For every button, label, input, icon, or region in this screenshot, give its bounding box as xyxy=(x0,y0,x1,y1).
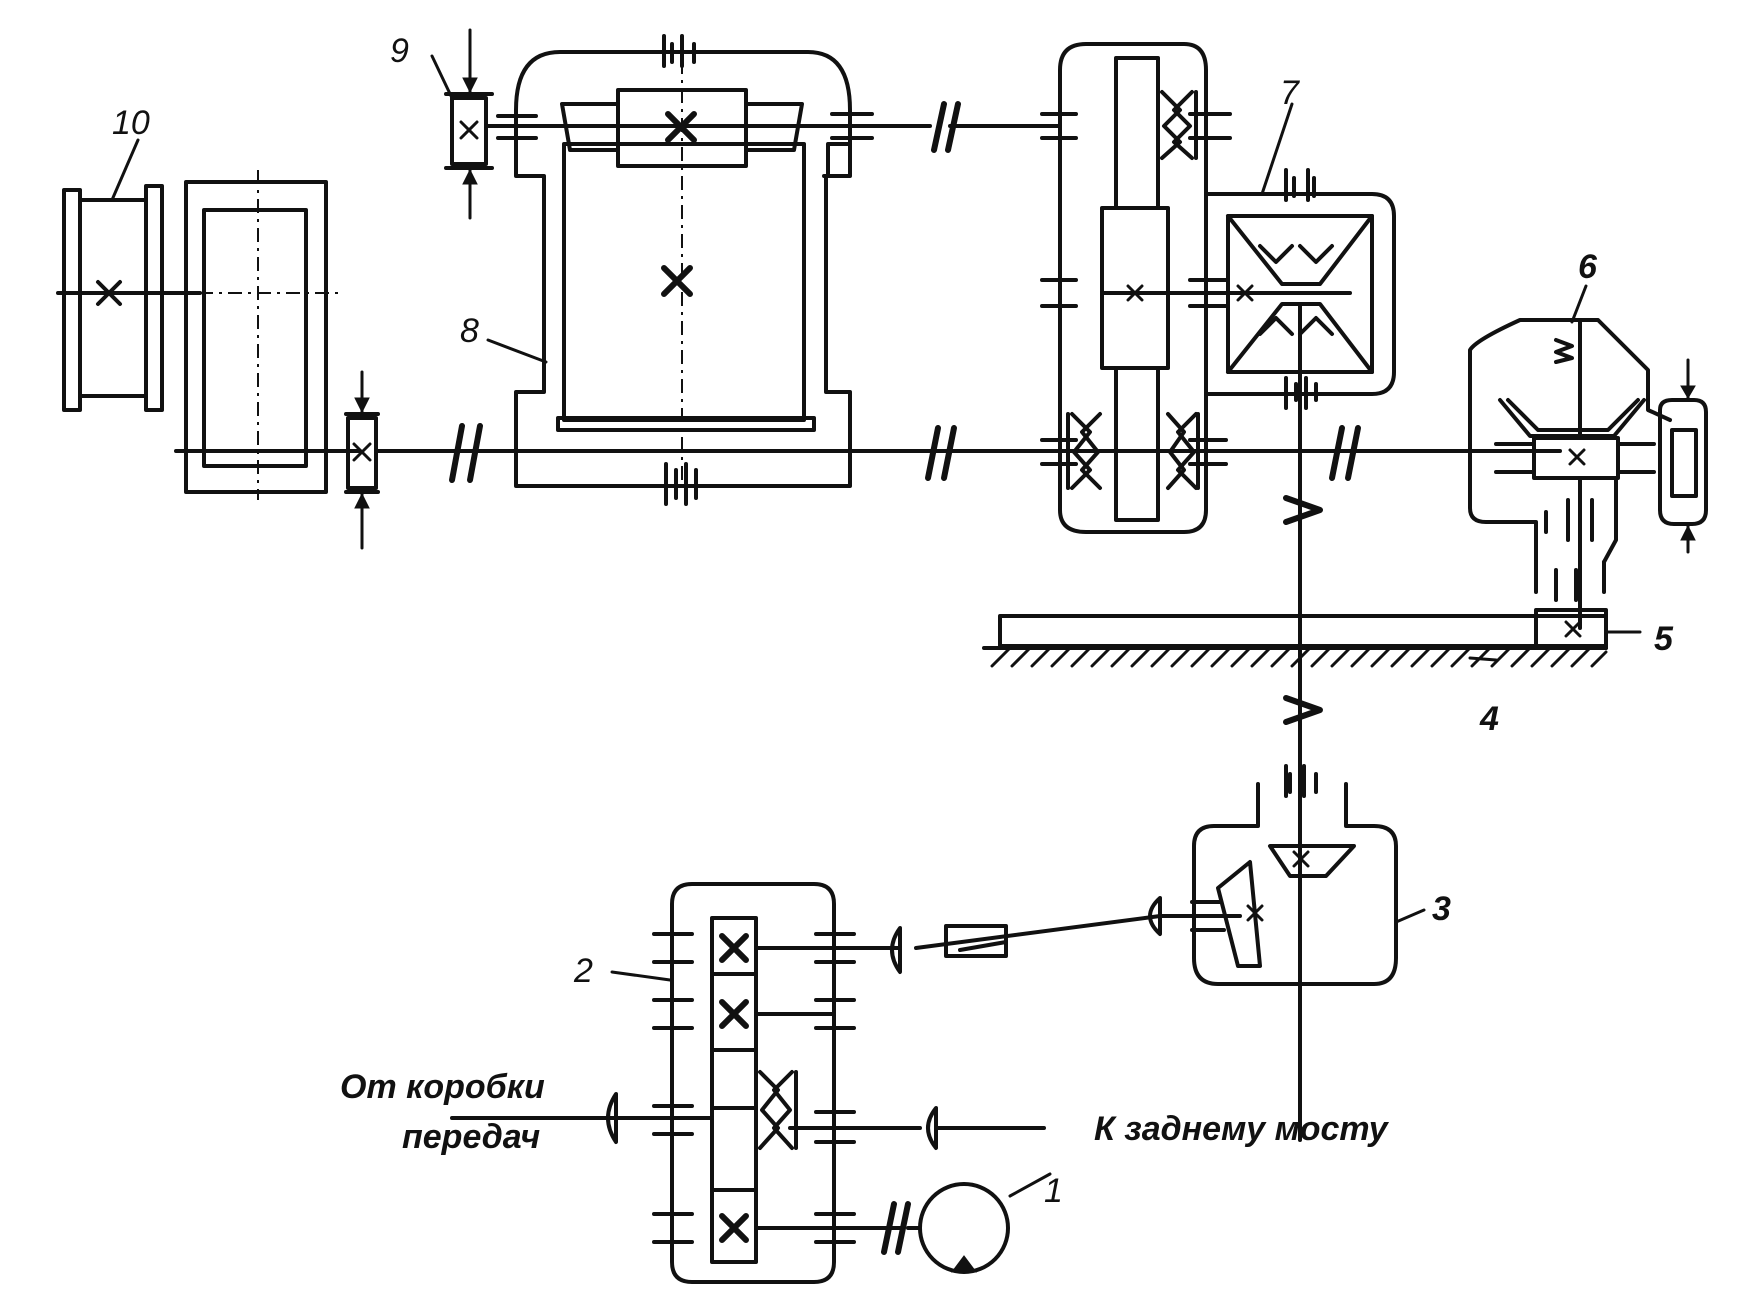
gearbox-7 xyxy=(1040,42,1264,534)
leader-8 xyxy=(486,338,548,364)
label-9: 9 xyxy=(390,32,409,70)
label-8: 8 xyxy=(460,312,479,350)
leader-1 xyxy=(1008,1172,1052,1198)
leader-2 xyxy=(610,970,672,982)
lower-shaft-left xyxy=(344,370,512,550)
pto-box-2 xyxy=(450,882,1046,1284)
cardan-shaft xyxy=(890,914,1162,974)
bearing-9 xyxy=(444,28,502,220)
joint-lower xyxy=(925,425,957,481)
label-4: 4 xyxy=(1479,700,1499,738)
bevel-reducer xyxy=(1204,168,1396,1142)
gearbox-8 xyxy=(496,34,1562,506)
unit-6 xyxy=(1468,318,1708,630)
vertical-joint-lower xyxy=(1283,695,1323,725)
leader-4 xyxy=(1468,656,1498,662)
leader-9 xyxy=(430,54,454,100)
label-7: 7 xyxy=(1280,74,1300,112)
reducer-3 xyxy=(1148,764,1426,986)
leader-7 xyxy=(1260,102,1294,196)
label-5: 5 xyxy=(1654,620,1674,658)
pump-1 xyxy=(918,1182,1010,1274)
label-6: 6 xyxy=(1578,248,1598,286)
caption-from-gearbox-2: передач xyxy=(402,1118,540,1156)
base-rail-4 xyxy=(982,614,1608,668)
caption-to-rear-axle: К заднему мосту xyxy=(1094,1110,1390,1148)
label-10: 10 xyxy=(112,104,150,142)
caption-from-gearbox-1: От коробки xyxy=(340,1068,545,1106)
frame-left xyxy=(170,170,362,500)
leader-6 xyxy=(1570,284,1588,324)
joint-right xyxy=(1329,425,1361,481)
label-2: 2 xyxy=(573,952,593,990)
label-3: 3 xyxy=(1432,890,1451,928)
drum-10 xyxy=(56,184,202,412)
vertical-joint-upper xyxy=(1283,495,1323,525)
slider-5 xyxy=(1534,608,1642,650)
label-1: 1 xyxy=(1044,1172,1063,1210)
leader-10 xyxy=(110,138,140,202)
